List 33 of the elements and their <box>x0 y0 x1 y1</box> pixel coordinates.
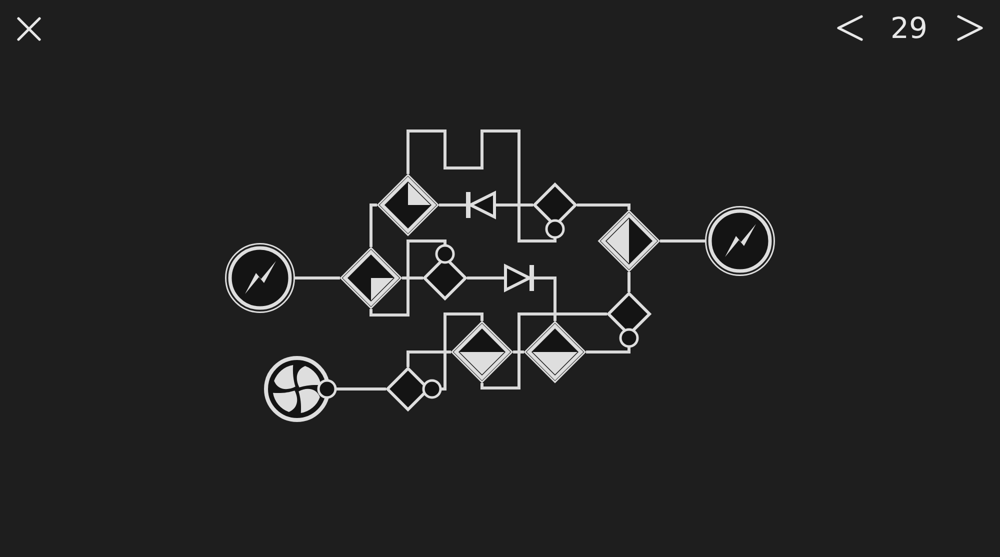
wire <box>628 272 630 292</box>
wire <box>370 204 377 247</box>
wire <box>406 350 451 367</box>
framed-diamond-icon <box>449 319 515 385</box>
diode-icon <box>465 190 497 220</box>
diamond-dot-icon <box>605 290 653 349</box>
framed-diamond-icon <box>522 319 588 385</box>
wire <box>480 312 607 390</box>
wire <box>577 204 630 210</box>
diamond-dot-icon <box>421 243 469 302</box>
wire <box>406 130 556 242</box>
wire <box>496 204 533 206</box>
framed-diamond-icon <box>375 172 441 238</box>
wire <box>402 276 423 280</box>
diode-icon <box>503 263 535 293</box>
wire <box>513 350 524 354</box>
wire <box>441 312 484 390</box>
wire <box>467 276 504 280</box>
framed-diamond-icon <box>338 245 404 311</box>
level-number: 29 <box>890 14 928 43</box>
lightning-bolt-icon <box>704 205 776 277</box>
wire <box>439 204 466 206</box>
wire <box>295 276 340 280</box>
diamond-dot-icon <box>384 365 443 413</box>
diamond-dot-icon <box>531 181 579 240</box>
wire <box>660 240 705 242</box>
wire <box>336 388 386 390</box>
framed-diamond-icon <box>596 208 662 274</box>
wire <box>370 240 446 316</box>
wire <box>586 347 630 354</box>
wire <box>534 276 556 321</box>
lightning-bolt-icon <box>224 242 296 314</box>
fan-icon <box>263 355 338 423</box>
